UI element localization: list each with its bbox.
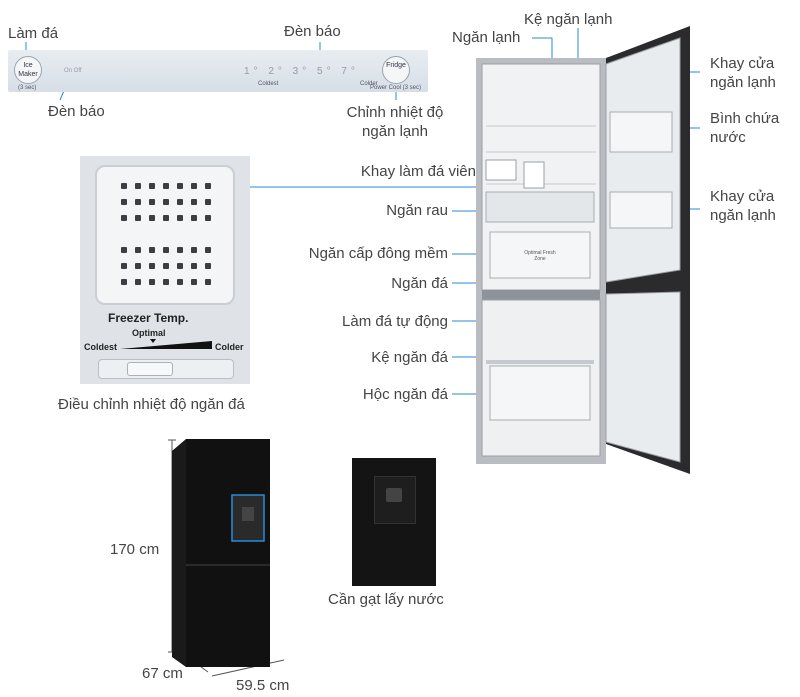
label-ngan-cap-dong-mem: Ngăn cấp đông mềm <box>308 245 448 262</box>
label-ngan-lanh: Ngăn lạnh <box>452 29 521 46</box>
label-chinh-nhiet-do: Chỉnh nhiệt độ ngăn lạnh <box>346 104 444 140</box>
ice-maker-hold: (3 sec) <box>18 85 37 91</box>
vent-hole <box>177 183 183 189</box>
vent-hole <box>149 247 155 253</box>
control-panel: Ice Maker (3 sec) On Off 1° 2° 3° 5° 7° … <box>8 50 428 92</box>
vent-hole <box>205 215 211 221</box>
temp-wedge <box>120 339 212 349</box>
temperature-scale: 1° 2° 3° 5° 7° <box>244 66 359 77</box>
svg-text:Optimal Fresh: Optimal Fresh <box>524 250 556 256</box>
dispenser-closeup <box>352 458 436 586</box>
label-lam-da: Làm đá <box>8 25 59 42</box>
freezer-vent <box>95 165 235 305</box>
vent-hole <box>135 215 141 221</box>
vent-hole <box>163 279 169 285</box>
vent-hole <box>163 263 169 269</box>
vent-hole <box>191 215 197 221</box>
vent-hole <box>191 279 197 285</box>
freezer-temp-slider[interactable] <box>98 359 234 379</box>
label-ke-ngan-da: Kệ ngăn đá <box>371 349 448 366</box>
vent-hole <box>163 215 169 221</box>
label-khay-lam-da-vien: Khay làm đá viên <box>360 163 476 180</box>
vent-hole <box>135 247 141 253</box>
vent-hole <box>149 183 155 189</box>
vent-hole <box>135 199 141 205</box>
vent-hole <box>205 279 211 285</box>
vent-hole <box>121 215 127 221</box>
vent-hole <box>177 279 183 285</box>
label-ngan-da: Ngăn đá <box>391 275 448 292</box>
label-can-gat: Cần gạt lấy nước <box>328 591 444 608</box>
water-nozzle-icon <box>386 488 402 502</box>
svg-text:Zone: Zone <box>534 256 546 262</box>
coldest-mark: Coldest <box>258 81 279 87</box>
vent-hole <box>191 199 197 205</box>
freezer-temp-panel: Freezer Temp. Optimal Coldest Colder <box>80 156 250 384</box>
coldest-label: Coldest <box>84 342 118 352</box>
label-khay-cua-mid: Khay cửa ngăn lạnh <box>710 188 776 224</box>
vent-hole <box>191 263 197 269</box>
vent-hole <box>177 215 183 221</box>
label-lam-da-tu-dong: Làm đá tự động <box>342 313 448 330</box>
label-depth: 67 cm <box>142 665 183 682</box>
label-ngan-rau: Ngăn rau <box>386 202 448 219</box>
label-dieu-chinh-nhiet-do: Điều chỉnh nhiệt độ ngăn đá <box>58 396 245 413</box>
vent-hole <box>163 247 169 253</box>
slider-knob[interactable] <box>127 362 173 376</box>
colder-mark: Colder <box>360 81 378 87</box>
vent-hole <box>135 263 141 269</box>
label-den-bao-left: Đèn báo <box>48 103 105 120</box>
ice-maker-label: Ice Maker <box>18 62 38 78</box>
vent-hole <box>191 247 197 253</box>
vent-hole <box>149 263 155 269</box>
vent-hole <box>149 279 155 285</box>
fridge-label: Fridge <box>386 62 406 69</box>
indicator-onoff: On Off <box>64 68 82 74</box>
colder-label: Colder <box>215 342 244 352</box>
vent-hole <box>177 199 183 205</box>
vent-hole <box>205 263 211 269</box>
fridge-open-image: Optimal Fresh Zone <box>476 26 690 474</box>
vent-hole <box>177 263 183 269</box>
label-binh-chua-nuoc: Bình chứa nước <box>710 110 780 146</box>
fridge-closed-image <box>172 439 270 667</box>
freezer-temp-title: Freezer Temp. <box>108 311 189 325</box>
vent-hole <box>191 183 197 189</box>
fridge-button[interactable]: Fridge <box>382 56 410 84</box>
label-ke-ngan-lanh: Kệ ngăn lạnh <box>524 11 613 28</box>
vent-hole <box>149 215 155 221</box>
vent-hole <box>149 199 155 205</box>
vent-hole <box>177 247 183 253</box>
vent-hole <box>205 183 211 189</box>
power-cool-hold: Power Cool (3 sec) <box>370 85 422 91</box>
vent-hole <box>135 279 141 285</box>
optimal-label: Optimal <box>132 328 166 338</box>
vent-hole <box>121 279 127 285</box>
ice-maker-button[interactable]: Ice Maker <box>14 56 42 84</box>
vent-hole <box>121 263 127 269</box>
vent-hole <box>135 183 141 189</box>
label-den-bao-top: Đèn báo <box>284 23 341 40</box>
vent-hole <box>163 199 169 205</box>
vent-hole <box>163 183 169 189</box>
label-khay-cua-top: Khay cửa ngăn lạnh <box>710 55 776 91</box>
vent-hole <box>121 247 127 253</box>
label-hoc-ngan-da: Hộc ngăn đá <box>362 386 448 403</box>
label-height: 170 cm <box>110 541 160 558</box>
vent-hole <box>205 247 211 253</box>
label-width: 59.5 cm <box>236 677 290 694</box>
vent-hole <box>121 199 127 205</box>
vent-hole <box>205 199 211 205</box>
vent-hole <box>121 183 127 189</box>
